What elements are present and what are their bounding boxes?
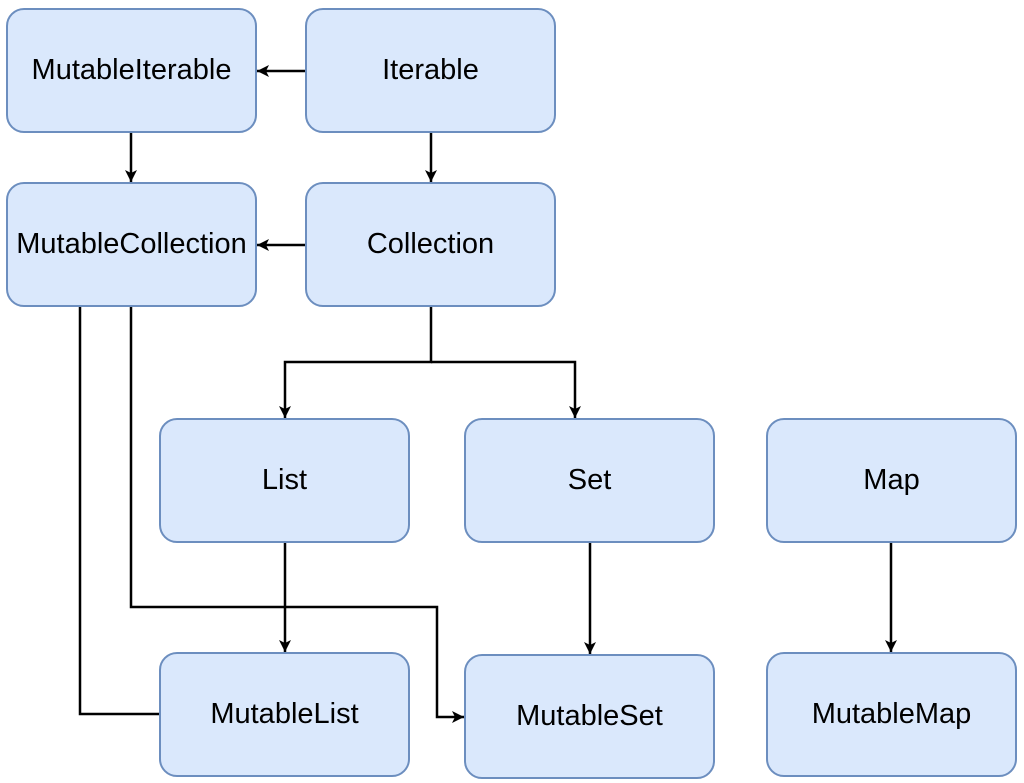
node-map: Map <box>766 418 1017 543</box>
node-mutable-map: MutableMap <box>766 652 1017 777</box>
node-mutable-collection: MutableCollection <box>6 182 257 307</box>
edge-mutable-collection-to-mutable-set <box>129 307 464 723</box>
node-mutable-iterable: MutableIterable <box>6 8 257 133</box>
edge-collection-to-list <box>279 307 433 418</box>
node-list: List <box>159 418 410 543</box>
node-set: Set <box>464 418 715 543</box>
node-mutable-list: MutableList <box>159 652 410 777</box>
node-mutable-set: MutableSet <box>464 654 715 779</box>
edge-collection-to-set <box>431 360 581 418</box>
node-iterable: Iterable <box>305 8 556 133</box>
edge-mutable-collection-to-mutable-list <box>78 307 159 716</box>
node-collection: Collection <box>305 182 556 307</box>
